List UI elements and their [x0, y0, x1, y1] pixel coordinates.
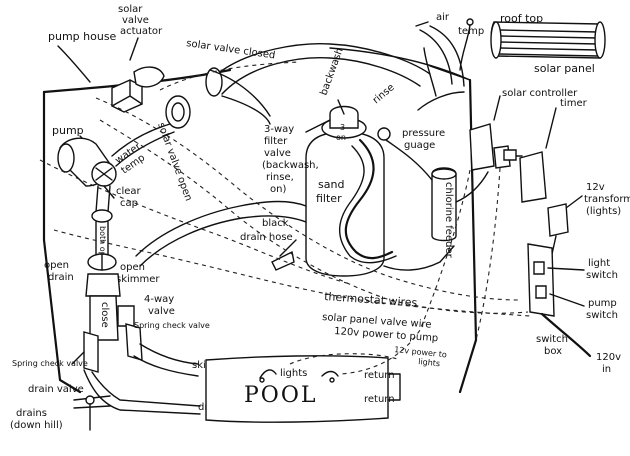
label-thermostat-wires: thermostat wires	[324, 290, 418, 309]
label-temp: temp	[458, 26, 484, 37]
label-transformer: transformer	[584, 194, 630, 205]
label-120v: 120v	[596, 352, 621, 363]
label-lights: (lights)	[586, 206, 621, 217]
label-close: close	[99, 302, 110, 328]
label-chlorine-feeder: chlorine feeder	[443, 182, 454, 259]
label-light-switch: switch	[586, 270, 618, 281]
transformer: 12v transformer (lights)	[547, 182, 630, 255]
chlorine-feeder: chlorine feeder	[385, 139, 489, 259]
label-box: box	[544, 346, 562, 357]
pressure-gauge	[377, 127, 391, 141]
label-pump-house: pump house	[48, 30, 117, 43]
label-solar: solar	[118, 4, 143, 15]
label-spring-check-valve-r: Spring check valve	[134, 321, 210, 330]
label-guage: guage	[404, 140, 435, 151]
switch-box-body	[527, 243, 555, 317]
label-down-hill: (down hill)	[10, 420, 63, 431]
label-rinse: rinse	[371, 82, 397, 106]
label-sand: sand	[318, 178, 344, 191]
label-pump: pump	[588, 298, 617, 309]
label-valve-word: valve	[264, 148, 291, 159]
chlorine-feeder-body	[431, 167, 457, 242]
drain-valve	[85, 395, 95, 405]
air-temp-sensor: air temp	[415, 12, 484, 71]
pump: pump water temp clear cap both open	[52, 123, 175, 267]
label-4-way: 4-way	[144, 294, 174, 305]
switch-box: light switch pump switch switch box 120v…	[527, 243, 621, 375]
pool: POOL lights return return	[205, 355, 401, 423]
label-pool: POOL	[244, 383, 317, 408]
label-cap: cap	[120, 198, 138, 209]
solar-valve-coupling	[205, 67, 223, 97]
label-black: black	[262, 218, 289, 229]
label-backwash-paren: (backwash,	[262, 160, 319, 171]
label-skimmer-open: skimmer	[116, 274, 160, 285]
solar-controller: solar controller timer	[469, 88, 588, 203]
label-light: light	[588, 258, 610, 269]
solar-pipes	[209, 25, 465, 125]
label-open: open	[44, 260, 69, 271]
label-clear: clear	[116, 186, 142, 197]
label-return-2: return	[364, 394, 395, 405]
label-valve-3: 3	[340, 123, 345, 132]
solar-controller-box	[469, 123, 495, 171]
label-solar-controller: solar controller	[502, 88, 578, 99]
label-in: in	[602, 364, 611, 375]
four-way-valve-body	[89, 295, 119, 341]
label-power-lights: lights	[418, 357, 441, 368]
label-rinse-comma: rinse,	[266, 172, 294, 183]
label-pool-lights: lights	[280, 368, 307, 379]
label-actuator: actuator	[120, 26, 163, 37]
timer-box	[519, 151, 547, 203]
label-solar-panel: solar panel	[534, 62, 595, 75]
pool-body	[205, 355, 389, 423]
label-on-paren: on)	[270, 184, 286, 195]
solar-panel: roof top solar panel	[490, 12, 606, 75]
label-timer: timer	[560, 98, 588, 109]
label-spring-check-valve-l: Spring check valve	[12, 359, 88, 368]
spring-check-valve-left	[83, 331, 99, 373]
black-drain-hose: black drain hose	[240, 218, 297, 271]
label-drain-open: drain	[48, 272, 74, 283]
label-3-way: 3-way	[264, 124, 294, 135]
label-air: air	[436, 12, 450, 23]
label-return-1: return	[364, 370, 395, 381]
main-plumbing: drain valve drains (down hill) skimmer d…	[10, 343, 236, 431]
solar-valve-actuator: solar valve actuator	[111, 4, 223, 129]
label-filter: filter	[316, 192, 342, 205]
label-valve-on: on	[336, 133, 346, 142]
label-valve-4: valve	[148, 306, 175, 317]
label-pump-unit: pump	[52, 124, 84, 137]
label-filter-word: filter	[264, 136, 288, 147]
label-backwash: backwash	[318, 47, 345, 97]
label-both-open: both open	[98, 226, 107, 267]
label-solar-valve-open: solar valve open	[155, 121, 194, 202]
filter-valve-head	[329, 105, 359, 129]
sand-filter: sand filter 3 on pressure guage backwash…	[262, 47, 445, 277]
label-drains: drains	[16, 408, 47, 419]
label-solar-valve-closed: solar valve closed	[186, 38, 276, 61]
label-pump-switch: switch	[586, 310, 618, 321]
label-open-2: open	[120, 262, 145, 273]
label-drain-valve: drain valve	[28, 384, 84, 395]
label-pressure: pressure	[402, 128, 445, 139]
misc-plumbing	[135, 200, 455, 271]
label-12v: 12v	[586, 182, 605, 193]
four-way-valve: open drain open skimmer close 4-way valv…	[12, 253, 210, 373]
label-switch: switch	[536, 334, 568, 345]
pump-house-label: pump house	[48, 30, 117, 83]
label-valve: valve	[122, 15, 149, 26]
